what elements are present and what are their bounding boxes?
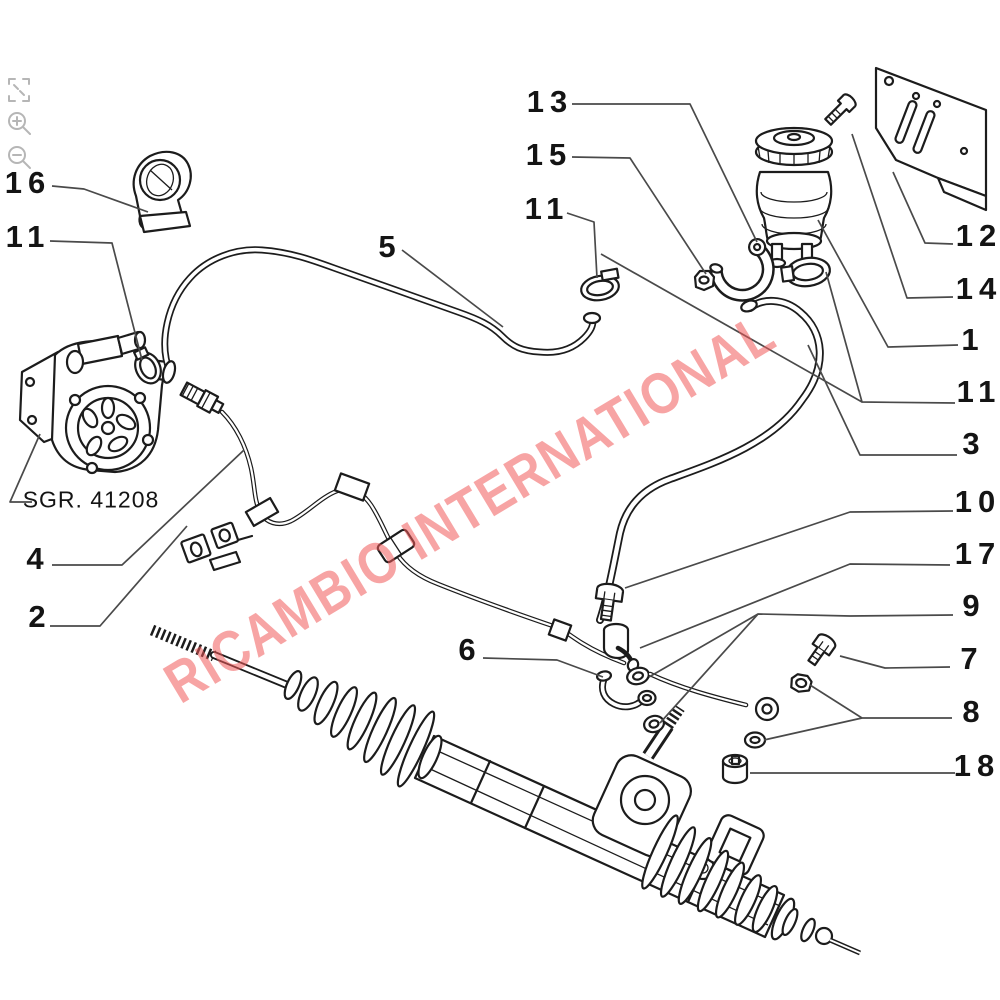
bolt-7 <box>807 633 837 667</box>
return-hose-3 <box>596 297 824 624</box>
right-bellows-boot <box>641 814 796 941</box>
spacer-18 <box>721 753 749 785</box>
eye-pipe-9 <box>647 671 780 722</box>
fullscreen-icon[interactable] <box>6 76 32 104</box>
clamp-13 <box>709 237 775 302</box>
zoom-out-icon[interactable] <box>6 144 32 172</box>
leader-line <box>401 249 504 328</box>
pressure-pipe-4 <box>219 409 627 666</box>
leader-line <box>763 717 863 741</box>
leader-line <box>600 253 863 403</box>
mounting-plate-12 <box>874 66 988 212</box>
leader-line <box>809 684 952 719</box>
zoom-in-icon[interactable] <box>6 110 32 138</box>
leader-line <box>49 240 143 361</box>
pipe-fitting <box>179 381 225 414</box>
leader-line <box>892 171 954 245</box>
pipe-bracket-2 <box>180 521 254 572</box>
power-steering-pump <box>18 330 170 475</box>
leader-line <box>482 657 604 678</box>
leader-line <box>52 449 245 566</box>
leader-line <box>817 219 959 348</box>
leader-line <box>839 655 951 669</box>
leader-line <box>851 133 954 299</box>
banjo-bolt-10 <box>594 582 625 622</box>
steering-rack <box>149 624 861 956</box>
bracket-16 <box>132 150 192 234</box>
leader-line <box>51 185 149 213</box>
hose-clamp-11-reservoir <box>780 256 831 288</box>
leader-line <box>624 510 954 589</box>
leader-line <box>566 212 598 279</box>
leader-line <box>572 103 758 243</box>
leader-lines <box>9 103 959 774</box>
tie-rod-end <box>781 907 861 956</box>
leader-line <box>659 613 759 724</box>
nut-8 <box>790 673 813 693</box>
leader-line <box>807 344 957 456</box>
leader-line <box>639 563 951 649</box>
suction-hose-5 <box>161 246 602 384</box>
hose-clamp-11-mid <box>580 267 620 302</box>
leader-line <box>648 613 954 678</box>
hose-clamp-11-pump <box>133 346 162 385</box>
elbow-pipe-6 <box>595 670 657 711</box>
left-bellows-boot <box>297 676 436 788</box>
viewer-toolbar <box>6 76 32 172</box>
leader-line <box>50 525 188 627</box>
leader-line <box>825 271 956 404</box>
bolt-14 <box>824 93 857 126</box>
nut-15 <box>693 269 716 292</box>
leader-line <box>571 156 707 275</box>
leader-line <box>9 433 41 503</box>
union-17 <box>602 622 640 672</box>
